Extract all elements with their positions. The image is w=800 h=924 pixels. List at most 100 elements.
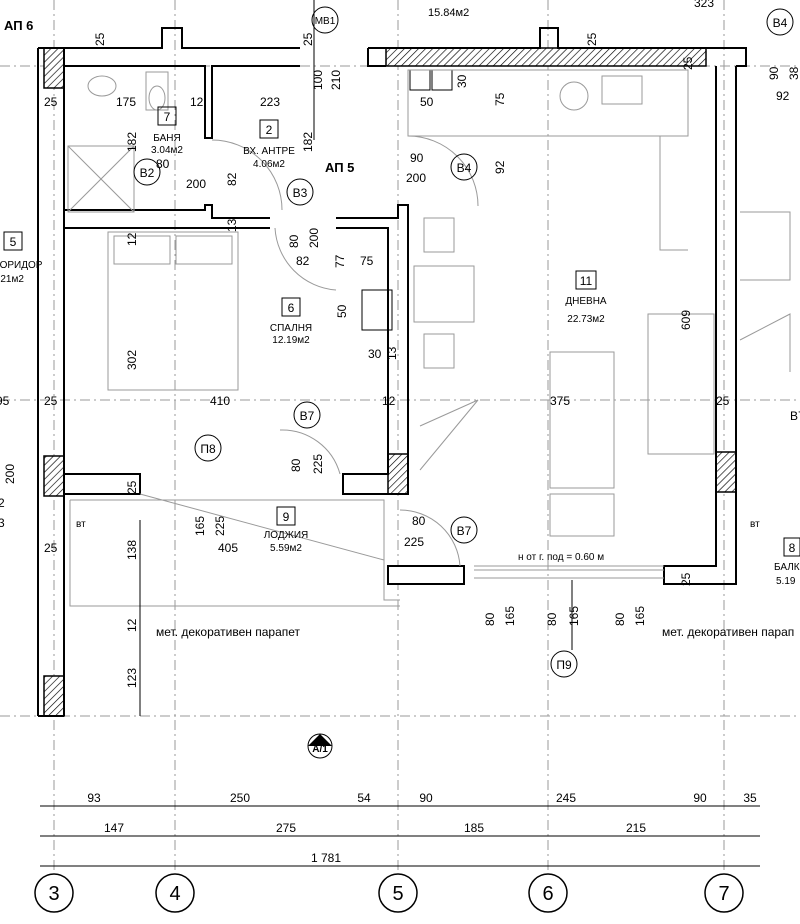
chain-1-segment: 93 bbox=[87, 791, 101, 805]
dim-label: 175 bbox=[116, 95, 136, 109]
chain-1-segment: 250 bbox=[230, 791, 250, 805]
dim-label: 225 bbox=[213, 516, 227, 536]
dim-label: 82 bbox=[296, 254, 310, 268]
dim-label: 225 bbox=[404, 535, 424, 549]
dim-label: 323 bbox=[694, 0, 714, 10]
dim-label: 200 bbox=[307, 228, 321, 248]
room-8-name: БАЛК bbox=[774, 562, 800, 573]
room-8-area: 5.19 bbox=[776, 576, 796, 587]
dim-label: 165 bbox=[193, 516, 207, 536]
dim-label: 12 bbox=[382, 394, 396, 408]
dim-label: 13 bbox=[225, 218, 239, 232]
chain-2-segment: 185 bbox=[464, 821, 484, 835]
floor-height-note: н от г. под = 0.60 м bbox=[518, 552, 604, 563]
door-tag-b4-living: В4 bbox=[457, 161, 472, 175]
room-11-area: 22.73м2 bbox=[567, 314, 605, 325]
dim-label: 123 bbox=[125, 668, 139, 688]
chain-2-segment: 215 bbox=[626, 821, 646, 835]
axis-label-5: 5 bbox=[392, 883, 403, 905]
dim-label: 375 bbox=[550, 394, 570, 408]
vent-note-right: вт bbox=[750, 519, 760, 530]
vertical-dimension-labels: 25 182 82 13 12 302 25 100 210 182 80 20… bbox=[3, 32, 800, 688]
axis-bubble-5 bbox=[378, 873, 418, 913]
dim-label: 25 bbox=[44, 394, 58, 408]
axis-bubble-7 bbox=[704, 873, 744, 913]
door-tag-b7-living: В7 bbox=[457, 524, 472, 538]
dimension-lines bbox=[40, 0, 760, 867]
structural-columns bbox=[43, 47, 737, 717]
dim-label: 90 bbox=[410, 151, 424, 165]
dim-label: 25 bbox=[93, 32, 107, 46]
room-7-area: 3.04м2 bbox=[151, 145, 183, 156]
room-11-number: 11 bbox=[580, 274, 593, 288]
dim-label: 182 bbox=[301, 132, 315, 152]
door-tag-b3: В3 bbox=[293, 186, 308, 200]
door-tag-b7-bedroom: В7 bbox=[300, 409, 315, 423]
chain-2-segment: 147 bbox=[104, 821, 124, 835]
room-6-number: 6 bbox=[288, 301, 295, 315]
dim-label: 225 bbox=[311, 454, 325, 474]
dim-label: 138 bbox=[125, 540, 139, 560]
top-room-area: 15.84м2 bbox=[428, 7, 469, 19]
axis-label-4: 4 bbox=[169, 883, 180, 905]
door-tag-mv1: МВ1 bbox=[315, 16, 336, 27]
window-tag-p9: П9 bbox=[556, 658, 572, 672]
room-8-number: 8 bbox=[789, 541, 796, 555]
dim-label: 25 bbox=[301, 32, 315, 46]
dim-label: 75 bbox=[493, 92, 507, 106]
dim-label: 609 bbox=[679, 310, 693, 330]
dim-label: 50 bbox=[335, 304, 349, 318]
dim-label: 80 bbox=[289, 458, 303, 472]
axis-bubble-3 bbox=[34, 873, 74, 913]
dim-label: 12 bbox=[125, 232, 139, 246]
room-9-name: ЛОДЖИЯ bbox=[264, 530, 309, 541]
dim-label: 80 bbox=[483, 612, 497, 626]
dim-label: 38 bbox=[787, 66, 800, 80]
room-11-name: ДНЕВНА bbox=[565, 296, 607, 307]
dim-label: 405 bbox=[218, 541, 238, 555]
parapet-note-right: мет. декоративен парап bbox=[662, 625, 794, 639]
dim-label: 80 bbox=[287, 234, 301, 248]
chain-1-segment: 90 bbox=[693, 791, 707, 805]
room-5-name: ФОРИДОР bbox=[0, 260, 43, 271]
dim-label: 25 bbox=[681, 56, 695, 70]
room-5-area: 6.21м2 bbox=[0, 274, 24, 285]
dim-label: 95 bbox=[0, 394, 10, 408]
dim-label: 80 bbox=[545, 612, 559, 626]
chain-1-segment: 90 bbox=[419, 791, 433, 805]
apartment-5-label: АП 5 bbox=[325, 160, 354, 175]
dim-label: 80 bbox=[613, 612, 627, 626]
dimension-labels: 25 175 12 223 80 200 82 75 30 50 90 200 … bbox=[0, 0, 790, 555]
dim-label: 80 bbox=[412, 514, 426, 528]
total-length: 1 781 bbox=[311, 851, 341, 865]
dim-label: 210 bbox=[329, 70, 343, 90]
chain-1-segment: 35 bbox=[743, 791, 757, 805]
door-tag-b7-right: В7 bbox=[790, 409, 800, 423]
dim-label: 200 bbox=[406, 171, 426, 185]
room-7-number: 7 bbox=[164, 110, 171, 124]
dim-label: 200 bbox=[3, 464, 17, 484]
axis-markers: 3 4 5 6 7 bbox=[34, 873, 744, 913]
dim-label: 3 bbox=[0, 516, 5, 530]
section-mark-label: A/1 bbox=[312, 744, 328, 755]
dim-label: 12 bbox=[125, 618, 139, 632]
dim-label: 165 bbox=[633, 606, 647, 626]
room-2-area: 4.06м2 bbox=[253, 159, 285, 170]
room-9-area: 5.59м2 bbox=[270, 543, 302, 554]
furniture bbox=[67, 69, 791, 537]
window-tag-p8: П8 bbox=[200, 442, 216, 456]
dim-label: 25 bbox=[44, 95, 58, 109]
dim-label: 75 bbox=[360, 254, 374, 268]
dim-label: 25 bbox=[679, 572, 693, 586]
door-tag-b4-right: В4 bbox=[773, 16, 788, 30]
dim-label: 165 bbox=[503, 606, 517, 626]
room-6-area: 12.19м2 bbox=[272, 335, 310, 346]
axis-label-3: 3 bbox=[48, 883, 59, 905]
chain-1-segment: 245 bbox=[556, 791, 576, 805]
bottom-dimension-chain-2: 147 275 185 215 bbox=[104, 821, 646, 835]
axis-bubble-4 bbox=[155, 873, 195, 913]
dim-label: 80 bbox=[156, 157, 170, 171]
dim-label: 25 bbox=[125, 480, 139, 494]
dim-label: 30 bbox=[368, 347, 382, 361]
room-number-boxes bbox=[3, 106, 800, 557]
